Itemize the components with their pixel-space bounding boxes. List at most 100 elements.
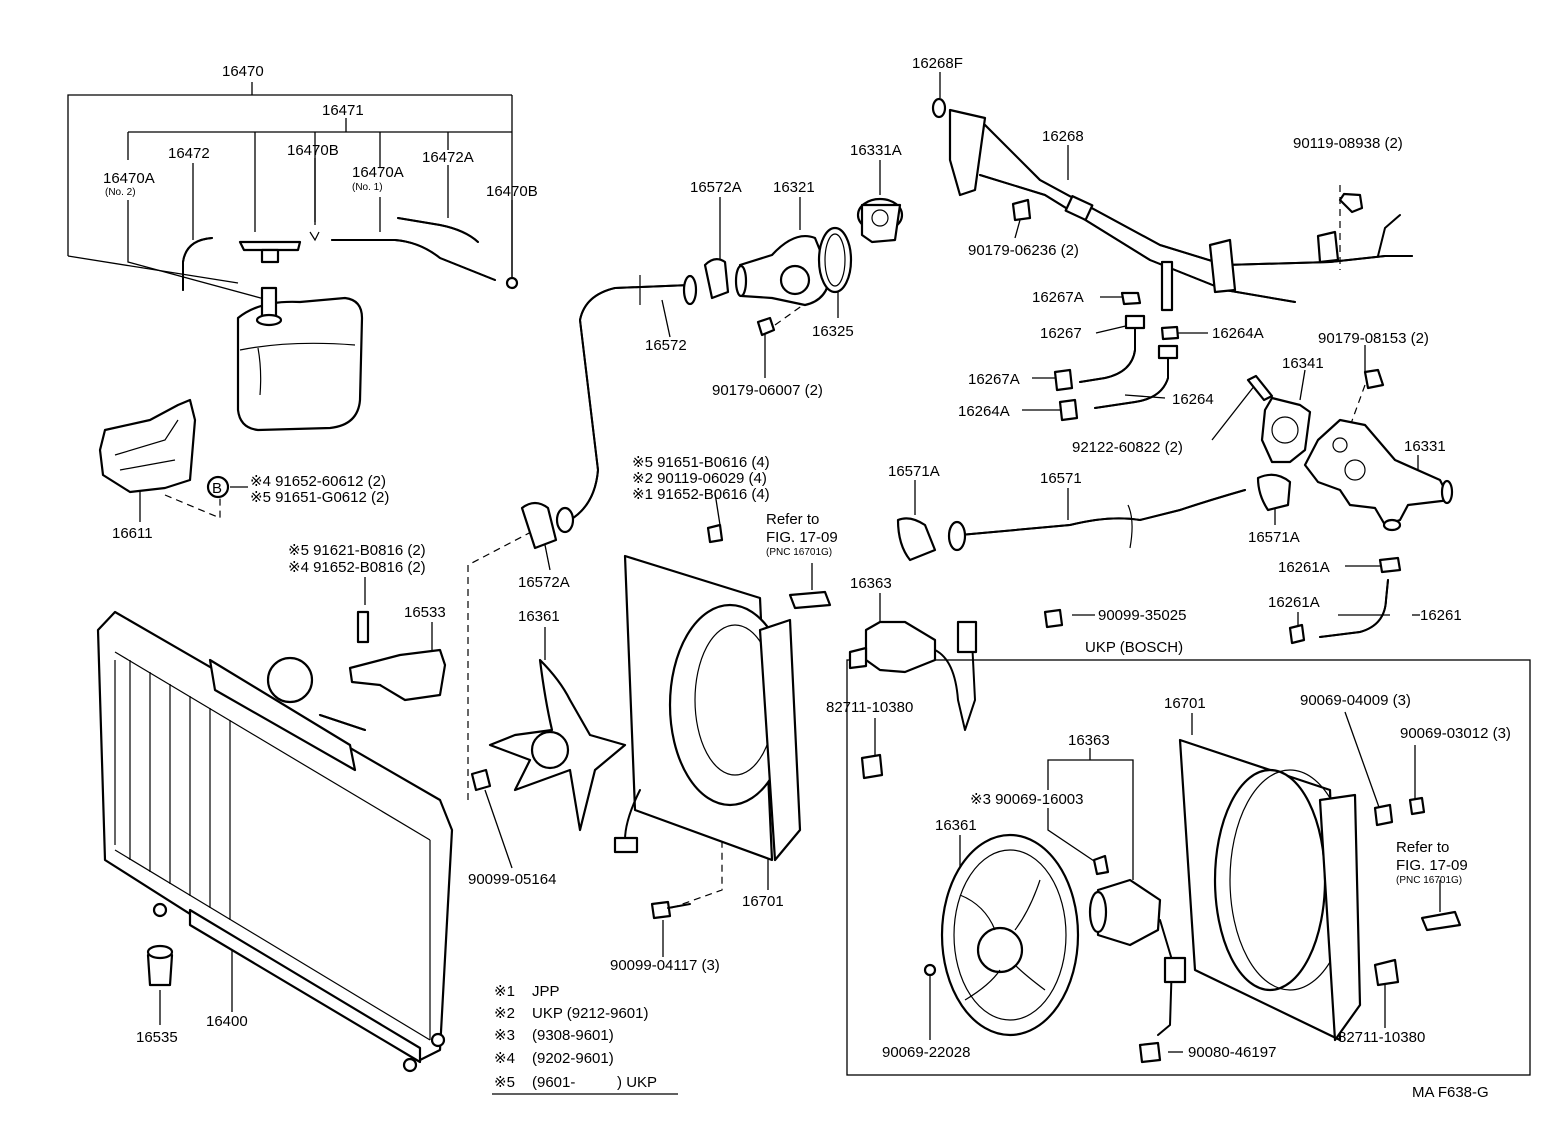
- hose-clamp-16572A: [520, 258, 730, 550]
- label-90179-08153: 90179-08153 (2): [1318, 330, 1429, 347]
- label-refer-b2: FIG. 17-09: [1396, 857, 1468, 874]
- legend-mark: ※2: [494, 1005, 515, 1022]
- legend-mark: ※1: [494, 983, 515, 1000]
- label-16533: 16533: [404, 604, 446, 621]
- label-16261A-bot: 16261A: [1268, 594, 1320, 611]
- label-16261A-top: 16261A: [1278, 559, 1330, 576]
- label-bolt5: ※5 91651-B0616 (4): [632, 454, 770, 471]
- hose-16261: [1288, 556, 1402, 645]
- connector-82711-top: [860, 753, 884, 780]
- label-16470A-no2: 16470A: [103, 170, 155, 187]
- label-16363-top: 16363: [850, 575, 892, 592]
- water-outlet-16321: [734, 234, 832, 307]
- fan-16361-ukp: [923, 833, 1080, 1037]
- legend-text: (9601- ) UKP: [532, 1074, 657, 1091]
- fan-motor-16363-ukp: [1088, 854, 1187, 1036]
- refer-tag-left: [788, 590, 832, 610]
- connector-90080-46197: [1138, 1041, 1162, 1064]
- part-labels: 16470 16471 16472 16470B 16470A (No. 2) …: [103, 55, 1511, 1101]
- reservoir-tank: [236, 286, 364, 432]
- label-16400: 16400: [206, 1013, 248, 1030]
- legend-text: UKP (9212-9601): [532, 1005, 648, 1022]
- fan-motor-16363: [848, 620, 978, 731]
- lower-hose-16571: [947, 489, 1246, 552]
- label-b5: ※5 91651-G0612 (2): [250, 489, 389, 506]
- legend-mark: ※3: [494, 1027, 515, 1044]
- label-16267: 16267: [1040, 325, 1082, 342]
- label-16471: 16471: [322, 102, 364, 119]
- thermostat-16331A: [856, 197, 904, 244]
- label-16470: 16470: [222, 63, 264, 80]
- label-90179-06236: 90179-06236 (2): [968, 242, 1079, 259]
- gasket-16341: [1260, 396, 1312, 464]
- label-no1: (No. 1): [352, 182, 383, 193]
- legend-text: JPP: [532, 983, 560, 1000]
- label-16264A-left: 16264A: [958, 403, 1010, 420]
- label-90119-08938: 90119-08938 (2): [1293, 135, 1403, 152]
- label-16363-in: 16363: [1068, 732, 1110, 749]
- clamps-16571A: [896, 473, 1292, 562]
- nut-90179-06007: [756, 316, 776, 337]
- bolt-90119: [706, 523, 724, 544]
- label-refer-a2: FIG. 17-09: [766, 529, 838, 546]
- label-82711-10380-bot: 82711-10380: [1338, 1029, 1425, 1046]
- label-s3: ※3 90069-16003: [970, 791, 1084, 808]
- label-bolt1: ※1 91652-B0616 (4): [632, 486, 770, 503]
- reservoir-hoses: [182, 217, 519, 291]
- water-inlet-16331: [1303, 418, 1454, 532]
- fan-shroud-16701-ukp: [1178, 738, 1362, 1042]
- hose-16264: [1058, 344, 1179, 422]
- small-parts-ukp: [1373, 796, 1462, 987]
- label-90069-22028: 90069-22028: [882, 1044, 970, 1061]
- label-16341: 16341: [1282, 355, 1324, 372]
- legend-mark: ※5: [494, 1074, 515, 1091]
- label-no2: (No. 2): [105, 187, 136, 198]
- label-16470B-b: 16470B: [486, 183, 538, 200]
- label-90099-04117: 90099-04117 (3): [610, 957, 720, 974]
- stud-92122: [1246, 374, 1274, 402]
- label-16701-in: 16701: [1164, 695, 1206, 712]
- label-16535: 16535: [136, 1029, 178, 1046]
- label-16361-in: 16361: [935, 817, 977, 834]
- hose-16267: [1053, 314, 1146, 392]
- label-16268: 16268: [1042, 128, 1084, 145]
- bracket-16533: [348, 610, 447, 702]
- label-16264A-right: 16264A: [1212, 325, 1264, 342]
- label-16571A-right: 16571A: [1248, 529, 1300, 546]
- label-16267A-mid: 16267A: [968, 371, 1020, 388]
- diagram-code: MA F638-G: [1412, 1084, 1489, 1101]
- fan-shroud-left: [623, 554, 802, 862]
- label-16571A-left: 16571A: [888, 463, 940, 480]
- legend-mark: ※4: [494, 1050, 515, 1067]
- label-bolt2: ※2 90119-06029 (4): [632, 470, 767, 487]
- bolt-90099-04117: [650, 900, 691, 920]
- label-refer-a1: Refer to: [766, 511, 819, 528]
- label-16261: 16261: [1420, 607, 1462, 624]
- fan-blade-16361-left: [488, 658, 641, 854]
- label-90179-06007: 90179-06007 (2): [712, 382, 823, 399]
- reservoir-cap: [238, 240, 302, 264]
- label-16572: 16572: [645, 337, 687, 354]
- label-refer-a3: (PNC 16701G): [766, 547, 832, 558]
- label-16470B-a: 16470B: [287, 142, 339, 159]
- label-16572A-top: 16572A: [690, 179, 742, 196]
- label-16472: 16472: [168, 145, 210, 162]
- label-90069-04009: 90069-04009 (3): [1300, 692, 1411, 709]
- label-16325: 16325: [812, 323, 854, 340]
- label-16361-left: 16361: [518, 608, 560, 625]
- gasket-16325: [817, 226, 853, 294]
- label-16470A-no1: 16470A: [352, 164, 404, 181]
- label-16331A: 16331A: [850, 142, 902, 159]
- label-ukp-bosch: UKP (BOSCH): [1085, 639, 1183, 656]
- label-16571: 16571: [1040, 470, 1082, 487]
- legend: ※1 JPP ※2 UKP (9212-9601) ※3 (9308-9601)…: [494, 983, 657, 1091]
- legend-text: (9308-9601): [532, 1027, 614, 1044]
- label-16321: 16321: [773, 179, 815, 196]
- label-82711-10380-top: 82711-10380: [826, 699, 913, 716]
- label-16264: 16264: [1172, 391, 1214, 408]
- label-refer-b1: Refer to: [1396, 839, 1449, 856]
- nut-90099-05164: [470, 768, 492, 792]
- label-b-circle: B: [212, 480, 222, 497]
- label-16472A: 16472A: [422, 149, 474, 166]
- label-m5: ※5 91621-B0816 (2): [288, 542, 426, 559]
